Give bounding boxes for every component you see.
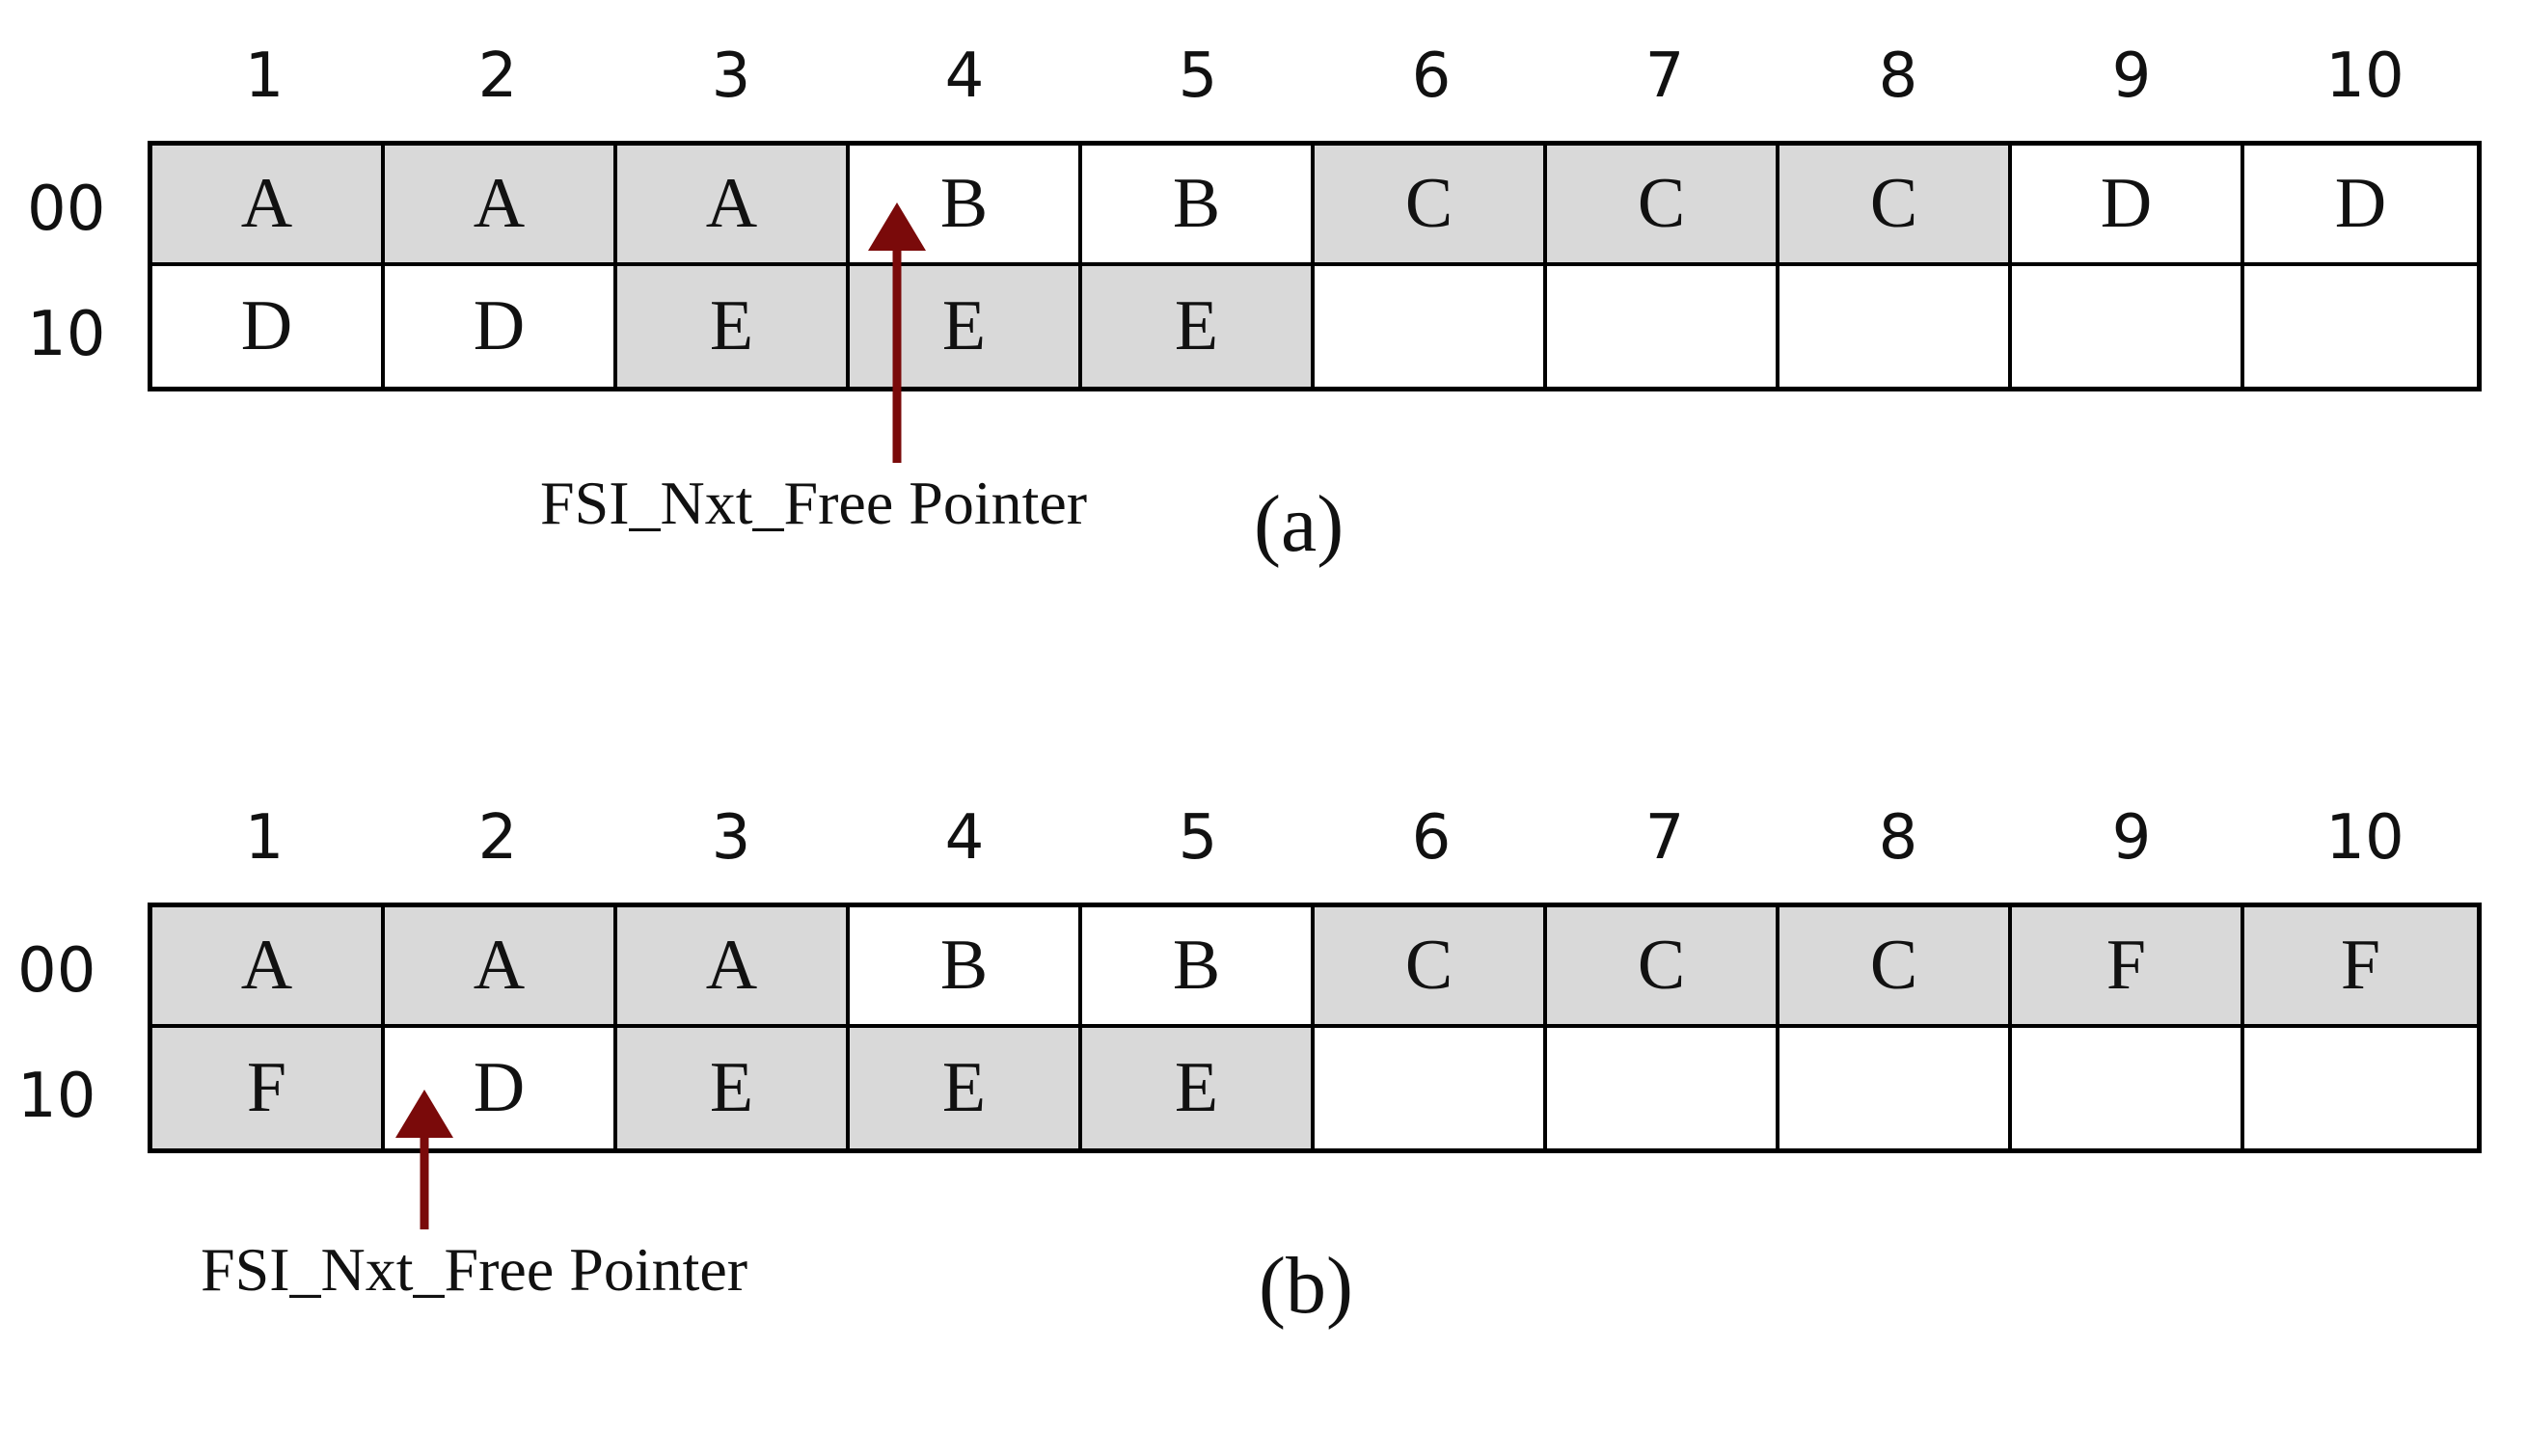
memory-cell: C	[1779, 146, 2012, 266]
pointer-arrow	[868, 202, 926, 463]
memory-cell: B	[850, 907, 1082, 1028]
memory-cell: C	[1547, 907, 1779, 1028]
column-number: 2	[477, 802, 518, 874]
memory-cell: E	[1082, 266, 1315, 387]
memory-cell: B	[1082, 146, 1315, 266]
memory-cell: E	[617, 266, 850, 387]
figure-caption: (a)	[1254, 479, 1344, 569]
memory-cell: C	[1779, 907, 2012, 1028]
memory-cell: D	[152, 266, 385, 387]
memory-cell: E	[617, 1028, 850, 1148]
memory-cell: A	[152, 146, 385, 266]
pointer-arrow	[395, 1090, 453, 1229]
empty-memory-cell	[2012, 1028, 2244, 1148]
memory-cell: E	[1082, 1028, 1315, 1148]
memory-cell: D	[385, 266, 617, 387]
empty-memory-cell	[1547, 1028, 1779, 1148]
empty-memory-cell	[2012, 266, 2244, 387]
memory-cell: C	[1547, 146, 1779, 266]
column-number: 6	[1411, 802, 1452, 874]
row-label: 00	[27, 174, 106, 245]
memory-cell: D	[2012, 146, 2244, 266]
column-number: 2	[477, 40, 518, 112]
column-number: 8	[1878, 40, 1918, 112]
empty-memory-cell	[2244, 1028, 2477, 1148]
row-label: 00	[17, 935, 96, 1007]
column-number: 4	[944, 40, 985, 112]
memory-cell: E	[850, 266, 1082, 387]
memory-cell: E	[850, 1028, 1082, 1148]
row-label: 10	[27, 299, 106, 370]
pointer-label: FSI_Nxt_Free Pointer	[540, 469, 1088, 537]
column-number: 6	[1411, 40, 1452, 112]
column-number: 4	[944, 802, 985, 874]
empty-memory-cell	[2244, 266, 2477, 387]
empty-memory-cell	[1547, 266, 1779, 387]
empty-memory-cell	[1315, 1028, 1547, 1148]
column-number: 9	[2111, 40, 2152, 112]
column-number: 3	[711, 802, 751, 874]
column-number: 9	[2111, 802, 2152, 874]
memory-cell: D	[2244, 146, 2477, 266]
memory-cell: A	[617, 907, 850, 1028]
memory-cell: A	[152, 907, 385, 1028]
memory-cell: F	[2244, 907, 2477, 1028]
arrow-head	[868, 202, 926, 251]
column-number: 10	[2325, 802, 2404, 874]
row-label: 10	[17, 1061, 96, 1132]
memory-cell: A	[617, 146, 850, 266]
column-number: 8	[1878, 802, 1918, 874]
memory-cell: F	[2012, 907, 2244, 1028]
empty-memory-cell	[1779, 1028, 2012, 1148]
memory-cell: C	[1315, 146, 1547, 266]
empty-memory-cell	[1315, 266, 1547, 387]
column-number: 7	[1644, 802, 1685, 874]
pointer-label: FSI_Nxt_Free Pointer	[201, 1235, 748, 1304]
memory-cell: C	[1315, 907, 1547, 1028]
memory-cell: A	[385, 907, 617, 1028]
column-number: 5	[1178, 802, 1218, 874]
arrow-head	[395, 1090, 453, 1138]
column-number: 1	[244, 802, 285, 874]
memory-cell: A	[385, 146, 617, 266]
empty-memory-cell	[1779, 266, 2012, 387]
memory-cell: B	[1082, 907, 1315, 1028]
column-number: 5	[1178, 40, 1218, 112]
column-number: 10	[2325, 40, 2404, 112]
column-number: 7	[1644, 40, 1685, 112]
memory-cell: F	[152, 1028, 385, 1148]
column-number: 1	[244, 40, 285, 112]
figure-caption: (b)	[1259, 1241, 1353, 1331]
column-number: 3	[711, 40, 751, 112]
